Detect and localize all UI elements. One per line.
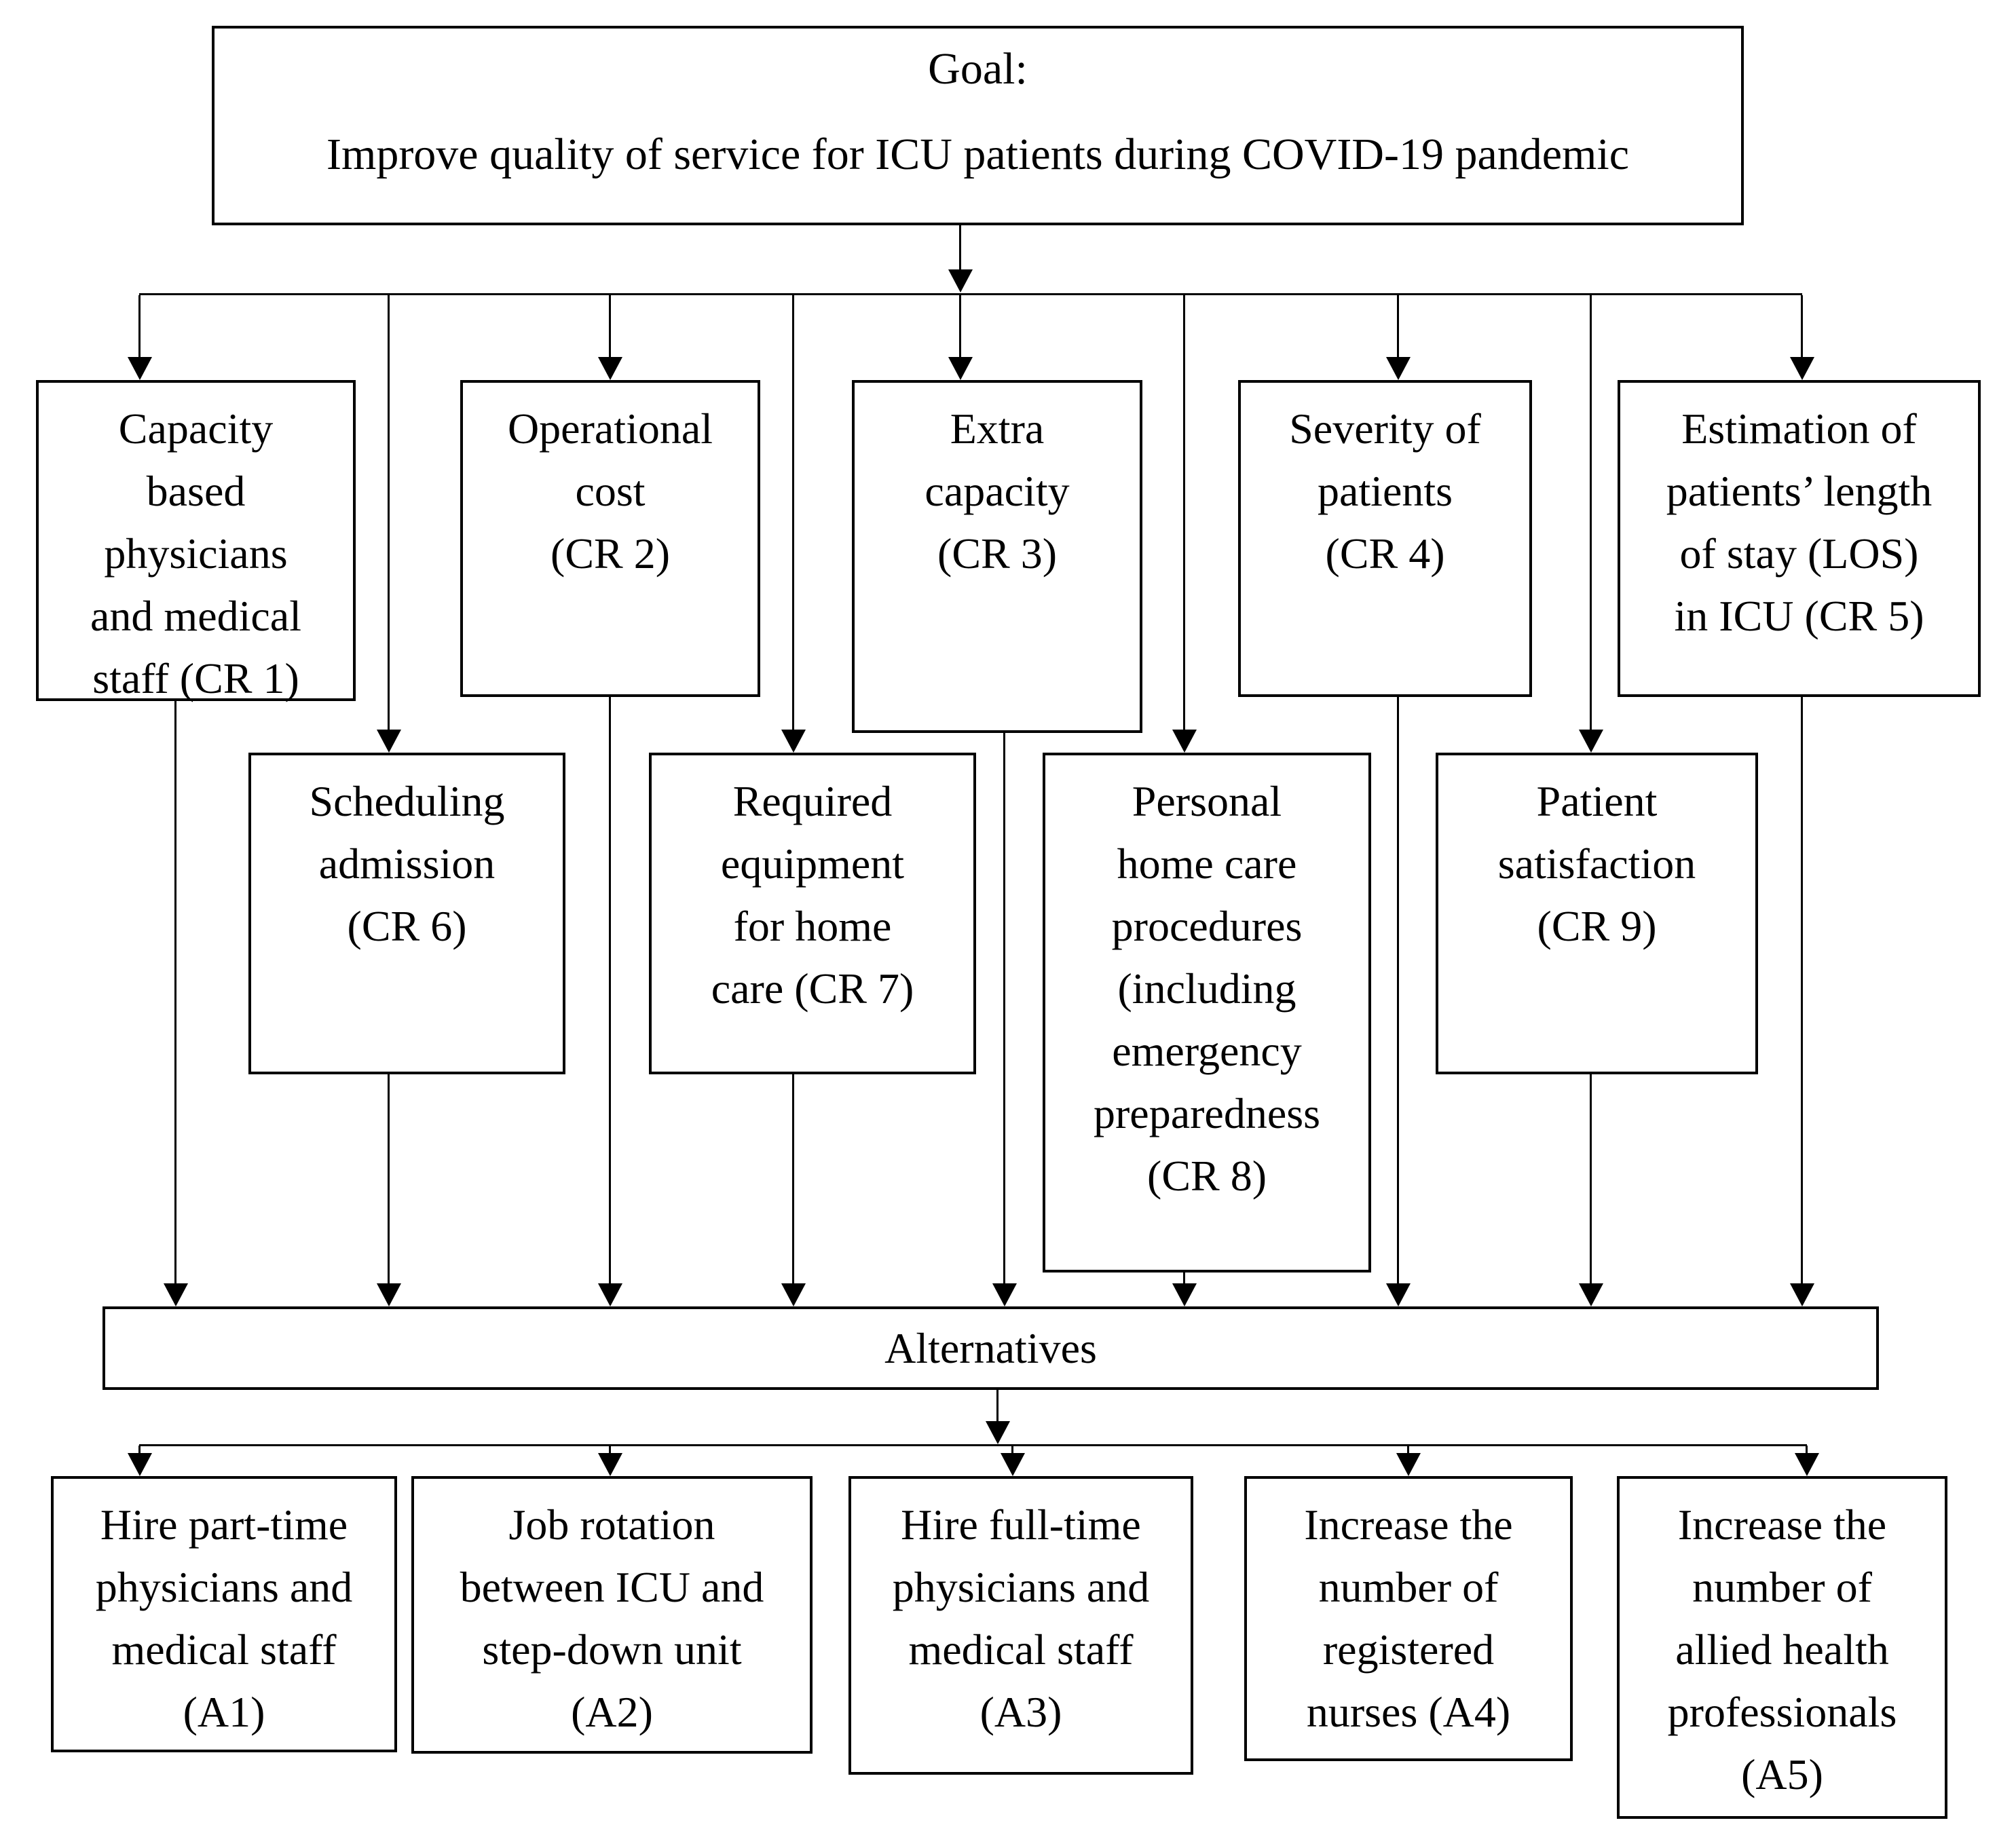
criterion-cr8-box: Personal home care procedures (including…	[1043, 753, 1371, 1272]
arrowhead-into-a3	[1001, 1453, 1025, 1476]
goal-node: Goal: Improve quality of service for ICU…	[212, 26, 1744, 225]
edge-goal-stem	[959, 225, 961, 271]
alternatives-bar-label: Alternatives	[884, 1323, 1097, 1372]
edge-into-cr8	[1183, 295, 1185, 730]
edge-cr1-to-alternatives	[174, 701, 176, 1285]
arrowhead-into-cr1	[128, 357, 152, 380]
arrowhead-into-a1	[128, 1453, 152, 1476]
edge-into-cr4	[1397, 295, 1399, 358]
edge-into-cr7	[792, 295, 794, 730]
criterion-cr6-box: Scheduling admission (CR 6)	[248, 753, 565, 1074]
arrowhead-into-cr8	[1172, 730, 1197, 753]
edge-into-a2	[609, 1446, 611, 1454]
edge-into-a4	[1407, 1446, 1409, 1454]
arrowhead-into-cr9	[1579, 730, 1603, 753]
edge-cr7-to-alternatives	[792, 1074, 794, 1285]
edge-into-cr2	[609, 295, 611, 358]
arrowhead-cr7-to-alternatives	[781, 1283, 806, 1306]
edge-into-cr5	[1801, 295, 1803, 358]
edge-into-cr9	[1590, 295, 1592, 730]
edge-cr3-to-alternatives	[1003, 733, 1005, 1285]
edge-into-cr1	[138, 295, 141, 358]
arrowhead-cr2-to-alternatives	[598, 1283, 622, 1306]
arrowhead-cr3-to-alternatives	[992, 1283, 1017, 1306]
alternative-a3-box: Hire full-time physicians and medical st…	[848, 1476, 1193, 1775]
edge-into-cr3	[959, 295, 961, 358]
arrowhead-cr5-to-alternatives	[1790, 1283, 1814, 1306]
goal-description: Improve quality of service for ICU patie…	[326, 130, 1629, 179]
alternatives-distribution-line	[139, 1444, 1807, 1446]
edge-into-a3	[1011, 1446, 1013, 1454]
arrowhead-into-a4	[1396, 1453, 1421, 1476]
edge-cr4-to-alternatives	[1397, 697, 1399, 1285]
arrowhead-into-cr2	[598, 357, 622, 380]
arrowhead-into-cr7	[781, 730, 806, 753]
arrowhead-into-cr6	[377, 730, 401, 753]
criterion-cr2-box: Operational cost (CR 2)	[460, 380, 760, 697]
alternative-a1-box: Hire part-time physicians and medical st…	[51, 1476, 397, 1752]
edge-cr2-to-alternatives	[609, 697, 611, 1285]
arrowhead-into-cr3	[948, 357, 973, 380]
criterion-cr4-box: Severity of patients (CR 4)	[1238, 380, 1532, 697]
arrowhead-cr8-to-alternatives	[1172, 1283, 1197, 1306]
goal-heading: Goal:	[928, 44, 1028, 94]
criteria-distribution-line	[139, 293, 1802, 295]
edge-into-a5	[1806, 1446, 1808, 1454]
arrowhead-cr4-to-alternatives	[1386, 1283, 1411, 1306]
criterion-cr7-box: Required equipment for home care (CR 7)	[649, 753, 976, 1074]
criterion-cr5-box: Estimation of patients’ length of stay (…	[1618, 380, 1981, 697]
alternative-a4-box: Increase the number of registered nurses…	[1244, 1476, 1573, 1761]
arrowhead-into-a2	[598, 1453, 622, 1476]
edge-cr8-to-alternatives	[1183, 1272, 1185, 1285]
arrowhead-goal-to-criteria	[948, 269, 973, 293]
arrowhead-alternatives-stem	[986, 1421, 1010, 1444]
edge-into-a1	[138, 1446, 141, 1454]
alternative-a2-box: Job rotation between ICU and step-down u…	[411, 1476, 813, 1754]
criterion-cr3-box: Extra capacity (CR 3)	[852, 380, 1142, 733]
edge-cr6-to-alternatives	[388, 1074, 390, 1285]
criterion-cr1-box: Capacity based physicians and medical st…	[36, 380, 356, 702]
edge-cr9-to-alternatives	[1590, 1074, 1592, 1285]
arrowhead-cr1-to-alternatives	[164, 1283, 188, 1306]
alternative-a5-box: Increase the number of allied health pro…	[1617, 1476, 1947, 1819]
arrowhead-cr9-to-alternatives	[1579, 1283, 1603, 1306]
alternatives-bar: Alternatives	[102, 1306, 1879, 1390]
edge-into-cr6	[388, 295, 390, 730]
edge-alternatives-stem	[996, 1390, 998, 1422]
edge-cr5-to-alternatives	[1801, 697, 1803, 1285]
arrowhead-into-a5	[1795, 1453, 1819, 1476]
arrowhead-cr6-to-alternatives	[377, 1283, 401, 1306]
criterion-cr9-box: Patient satisfaction (CR 9)	[1436, 753, 1758, 1074]
arrowhead-into-cr5	[1790, 357, 1814, 380]
arrowhead-into-cr4	[1386, 357, 1411, 380]
